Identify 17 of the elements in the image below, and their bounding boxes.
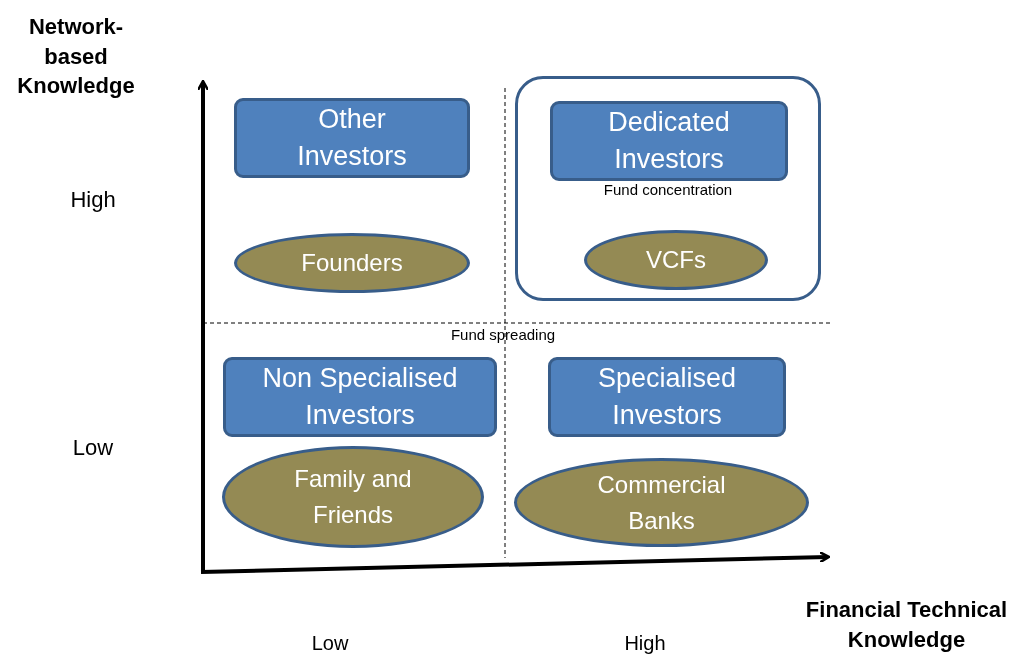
investor-box: Dedicated Investors [550, 101, 788, 181]
axis-level-label: High [623, 631, 667, 656]
investor-box: Specialised Investors [548, 357, 786, 437]
divider-label: Fund spreading [449, 325, 557, 345]
group-caption: Fund concentration [602, 181, 734, 199]
investor-box: Non Specialised Investors [223, 357, 497, 437]
axis-level-label: Low [310, 631, 350, 656]
investor-ellipse: Commercial Banks [514, 458, 809, 547]
investor-ellipse: VCFs [584, 230, 768, 290]
axis-title: Network-based Knowledge [16, 13, 136, 101]
group-frame [515, 76, 821, 301]
axis-title: Financial Technical Knowledge [804, 596, 1009, 654]
investor-ellipse: Founders [234, 233, 470, 293]
axis-level-label: High [69, 186, 117, 214]
investor-box: Other Investors [234, 98, 470, 178]
axis-level-label: Low [71, 434, 115, 462]
investor-ellipse: Family and Friends [222, 446, 484, 548]
